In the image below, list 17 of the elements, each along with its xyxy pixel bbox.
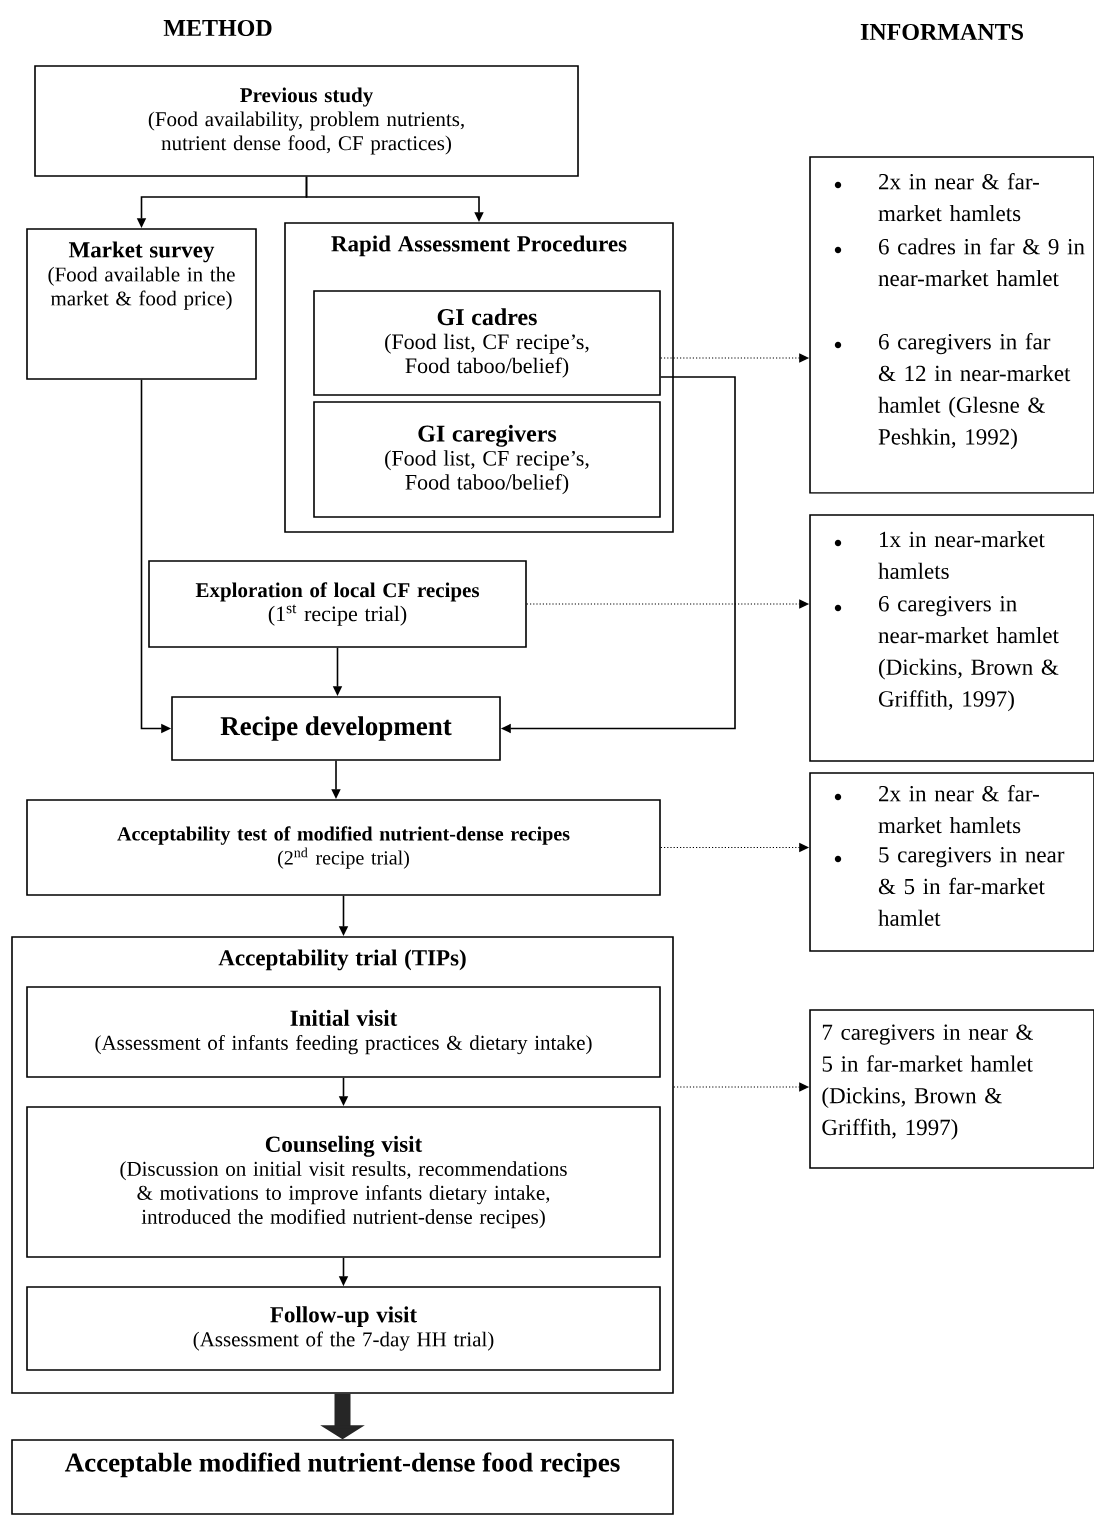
group-box: Market survey (Food available in the market & food price) bbox=[26, 228, 257, 380]
process-box: Recipe development bbox=[171, 696, 501, 761]
process-box: Counseling visit (Discussion on initial visit results, recommendations & motivations to improve infants dietary intake, introduced the modified nutrient-dense recipes) bbox=[26, 1106, 661, 1258]
group-box: Acceptable modified nutrient-dense food recipes bbox=[11, 1439, 674, 1515]
process-box: Follow-up visit (Assessment of the 7-day HH trial) bbox=[26, 1286, 661, 1371]
process-box: Acceptability test of modified nutrient-dense recipes (2$^{nd}$ recipe trial) bbox=[26, 799, 661, 896]
process-box: GI caregivers (Food list, CF recipe’s, Food taboo/belief) bbox=[313, 401, 661, 518]
informant-box: 2x in near & far-market hamlets 6 cadres in far & 9 in near-market hamlet 6 caregivers in far & 12 in near-market hamlet (Glesne & Peshkin, 1992) bbox=[809, 156, 1094, 494]
process-box: GI cadres (Food list, CF recipe’s, Food taboo/belief) bbox=[313, 290, 661, 396]
informant-box: 2x in near & far-market hamlets 5 caregivers in near & 5 in far-market hamlet bbox=[809, 772, 1094, 952]
informant-box: 7 caregivers in near & 5 in far-market hamlet (Dickins, Brown & Griffith, 1997) bbox=[809, 1009, 1094, 1169]
process-box: Initial visit (Assessment of infants feeding practices & dietary intake) bbox=[26, 986, 661, 1078]
process-box: Exploration of local CF recipes (1$^{st}$ recipe trial) bbox=[148, 560, 527, 648]
process-box: Previous study (Food availability, problem nutrients, nutrient dense food, CF practices) bbox=[34, 65, 579, 177]
informant-box: 1x in near-market hamlets 6 caregivers in near-market hamlet (Dickins, Brown & Griffith, 1997) bbox=[809, 514, 1094, 762]
column-heading: INFORMANTS bbox=[860, 23, 1023, 41]
column-heading: METHOD bbox=[163, 19, 272, 37]
